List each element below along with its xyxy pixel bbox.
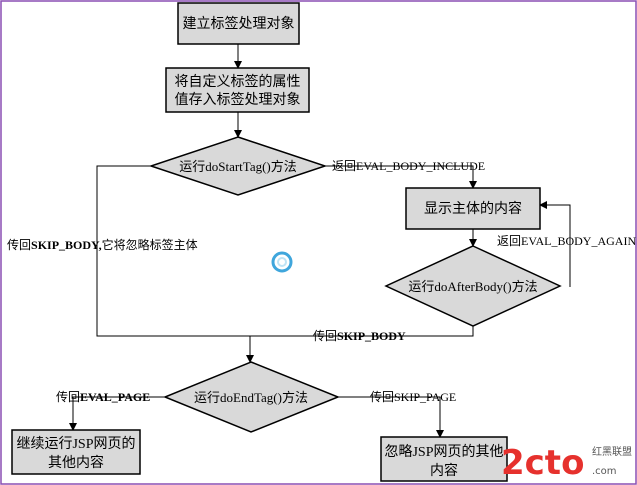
connectors [69, 44, 571, 438]
do-after-body-label: 运行doAfterBody()方法 [408, 279, 537, 294]
watermark-tagline: 红黑联盟 [592, 445, 632, 458]
show-body-label: 显示主体的内容 [424, 200, 522, 217]
edge-eval-page: 传回EVAL_PAGE [56, 389, 150, 404]
watermark-brand: 2cto [501, 443, 584, 483]
do-start-tag-decision [148, 136, 328, 196]
edge-eval-body-include: 返回EVAL_BODY_INCLUDE [332, 159, 485, 173]
set-attributes-line1: 将自定义标签的属性 [175, 73, 301, 90]
edge-skip-body: 传回SKIP_BODY [313, 328, 406, 343]
do-end-tag-decision [163, 361, 341, 433]
loading-spinner-icon [271, 251, 293, 273]
ignore-page-line1: 忽略JSP网页的其他 [384, 444, 503, 460]
watermark-suffix: .com [592, 466, 617, 477]
watermark-logo: 2cto .com 红黑联盟 [501, 443, 632, 483]
ignore-page-line2: 内容 [430, 462, 458, 479]
continue-page-line1: 继续运行JSP网页的 [16, 435, 135, 452]
set-attributes-box [165, 67, 310, 113]
create-handler-label: 建立标签处理对象 [183, 15, 295, 32]
edge-eval-body-again: 返回EVAL_BODY_AGAIN [497, 234, 636, 248]
edge-skip-body-ignore: 传回SKIP_BODY,它将忽略标签主体 [7, 237, 198, 252]
show-body-box [405, 187, 541, 230]
continue-page-box [11, 429, 141, 475]
do-end-tag-label: 运行doEndTag()方法 [194, 390, 308, 405]
set-attributes-line2: 值存入标签处理对象 [175, 91, 301, 108]
create-handler-box [177, 2, 300, 45]
edge-skip-page: 传回SKIP_PAGE [370, 389, 456, 404]
do-start-tag-label: 运行doStartTag()方法 [179, 159, 297, 174]
do-after-body-decision [384, 245, 562, 327]
continue-page-line2: 其他内容 [48, 454, 104, 471]
ignore-page-box [380, 436, 508, 482]
